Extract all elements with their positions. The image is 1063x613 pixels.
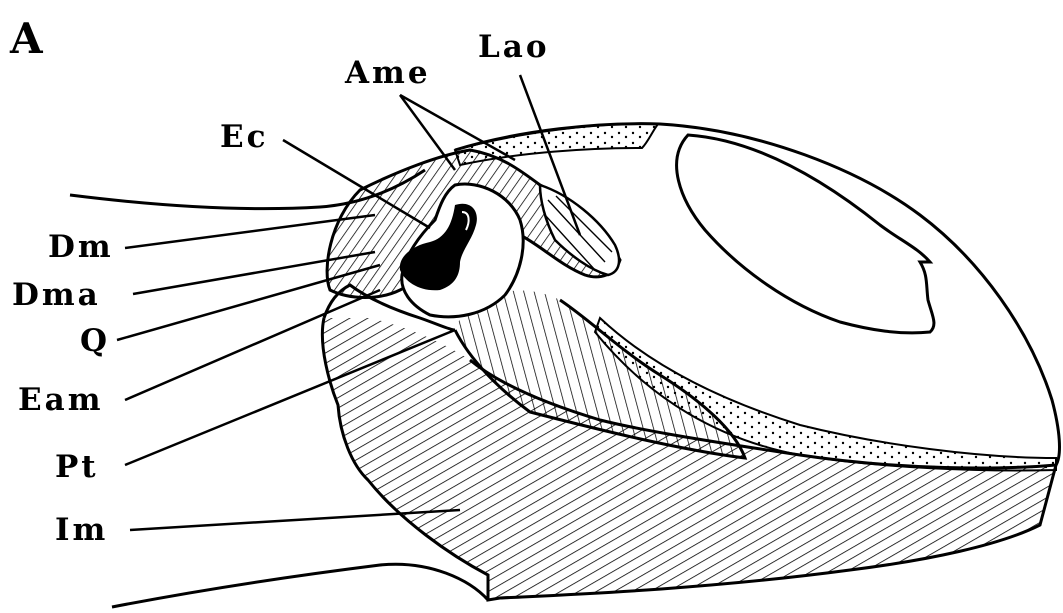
label-dm: Dm	[48, 232, 114, 263]
label-im: Im	[55, 515, 108, 546]
panel-label: A	[10, 18, 43, 60]
label-eam: Eam	[18, 385, 104, 416]
label-q: Q	[80, 326, 110, 357]
label-ame: Ame	[345, 58, 431, 89]
label-pt: Pt	[55, 452, 99, 483]
label-dma: Dma	[12, 280, 101, 311]
label-ec: Ec	[220, 122, 269, 153]
label-lao: Lao	[478, 32, 550, 63]
